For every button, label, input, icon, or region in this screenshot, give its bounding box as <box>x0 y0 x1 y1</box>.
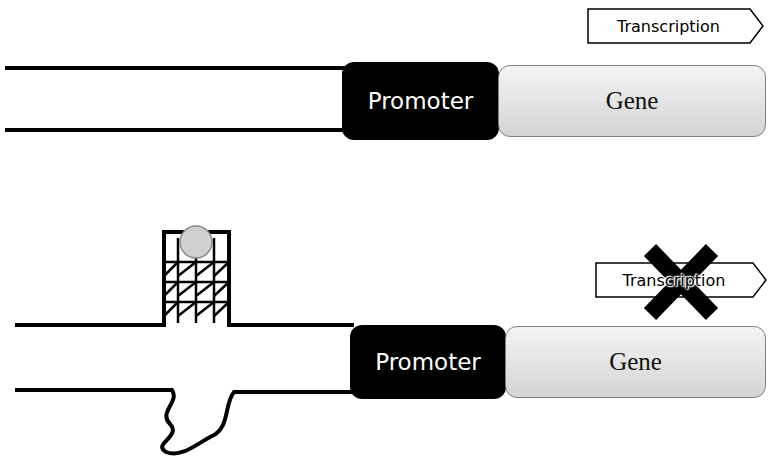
arrow-shape <box>596 263 766 297</box>
loop-strand <box>15 390 354 453</box>
gene-box: Gene <box>498 65 766 137</box>
dna-strand <box>5 128 345 132</box>
dna-strand <box>5 66 345 70</box>
transcription-arrow: Transcription <box>587 8 764 44</box>
arrow-shape <box>588 9 763 43</box>
promoter-box: Promoter <box>342 62 499 140</box>
gene-box: Gene <box>505 326 766 398</box>
node-label: Gene <box>609 348 662 376</box>
node-label: Promoter <box>375 349 481 375</box>
bound-protein <box>180 226 212 258</box>
node-label: Transcription <box>617 17 720 36</box>
promoter-box: Promoter <box>350 325 506 399</box>
node-label: Transcription <box>623 271 726 290</box>
node-label: Promoter <box>368 88 474 114</box>
node-label: Gene <box>606 87 659 115</box>
transcription-arrow: Transcription <box>595 262 767 298</box>
